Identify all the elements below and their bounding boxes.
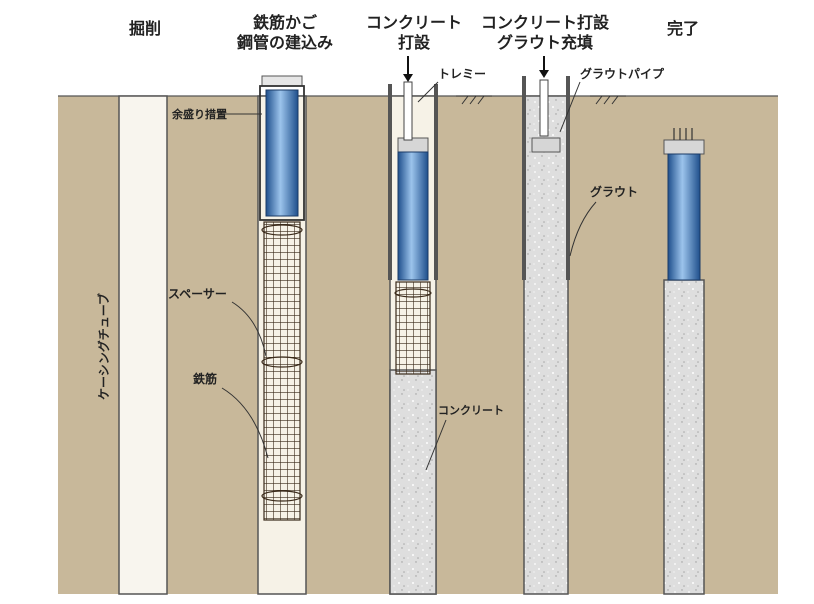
steel-pipe bbox=[265, 89, 299, 217]
step-5-complete bbox=[663, 128, 705, 595]
step-2-cage-install: 余盛り措置 スペーサー 鉄筋 bbox=[168, 75, 307, 595]
pipe-cap bbox=[663, 139, 705, 155]
step-2-title: 鉄筋かご 鋼管の建込み bbox=[236, 13, 333, 52]
grout-pipe-label: グラウトパイプ bbox=[580, 66, 665, 81]
spacer-ring bbox=[261, 490, 303, 502]
concrete-fill bbox=[389, 369, 437, 595]
casing-wall bbox=[434, 84, 438, 280]
rebar-cage bbox=[263, 221, 301, 521]
step-1-excavation: ケーシングチューブ bbox=[96, 95, 168, 595]
tremie-pipe bbox=[403, 81, 413, 141]
svg-text:コンクリート打設: コンクリート打設 bbox=[481, 13, 610, 32]
svg-text:鋼管の建込み: 鋼管の建込み bbox=[236, 33, 333, 52]
spacer-ring bbox=[261, 224, 303, 236]
tremie-leader bbox=[417, 81, 439, 103]
steel-pipe bbox=[397, 151, 429, 281]
steel-casing bbox=[259, 85, 305, 221]
rebar-tips bbox=[673, 128, 693, 140]
casing-wall bbox=[566, 76, 570, 280]
spacer-ring bbox=[261, 356, 303, 368]
pour-arrow-head bbox=[539, 70, 549, 78]
svg-text:打設: 打設 bbox=[398, 33, 431, 52]
pipe-cap bbox=[397, 137, 429, 153]
rebar-leader bbox=[221, 387, 269, 459]
casing-tube bbox=[118, 95, 168, 595]
casing-wall bbox=[522, 76, 526, 280]
step-5-title: 完了 bbox=[667, 19, 699, 38]
concrete-leader bbox=[425, 419, 447, 471]
rebar-label: 鉄筋 bbox=[193, 371, 217, 386]
svg-text:コンクリート: コンクリート bbox=[366, 13, 462, 32]
grout-pipe bbox=[539, 79, 549, 137]
svg-text:完了: 完了 bbox=[667, 19, 699, 38]
step-3-concrete: トレミー コンクリート bbox=[388, 56, 504, 595]
ground-hatch bbox=[456, 95, 492, 105]
step-4-grout: グラウトパイプ グラウト bbox=[522, 56, 665, 595]
casing-wall bbox=[388, 84, 392, 280]
concrete-grout-fill bbox=[523, 95, 569, 595]
yomori-label: 余盛り措置 bbox=[171, 107, 227, 121]
grout-label: グラウト bbox=[590, 184, 638, 199]
grout-leader bbox=[569, 201, 597, 257]
tremie-label: トレミー bbox=[438, 67, 486, 81]
pour-arrow-head bbox=[403, 74, 413, 82]
casing-tube-label: ケーシングチューブ bbox=[96, 293, 111, 400]
concrete-pile bbox=[663, 279, 705, 595]
svg-text:グラウト充填: グラウト充填 bbox=[497, 33, 593, 52]
grout-pipe-leader bbox=[559, 81, 581, 133]
pipe-cap bbox=[531, 137, 561, 153]
spacer-leader bbox=[231, 301, 267, 357]
step-3-title: コンクリート 打設 bbox=[366, 13, 462, 52]
svg-text:鉄筋かご: 鉄筋かご bbox=[253, 13, 317, 32]
step-1-title: 掘削 bbox=[129, 19, 161, 38]
step-4-title: コンクリート打設 グラウト充填 bbox=[481, 13, 610, 52]
pipe-cap bbox=[261, 75, 303, 87]
spacer-ring bbox=[394, 288, 432, 298]
steel-pipe bbox=[667, 153, 701, 281]
spacer-label: スペーサー bbox=[168, 287, 227, 301]
svg-text:掘削: 掘削 bbox=[129, 19, 161, 38]
ground-hatch bbox=[590, 95, 626, 105]
concrete-label: コンクリート bbox=[438, 404, 504, 417]
